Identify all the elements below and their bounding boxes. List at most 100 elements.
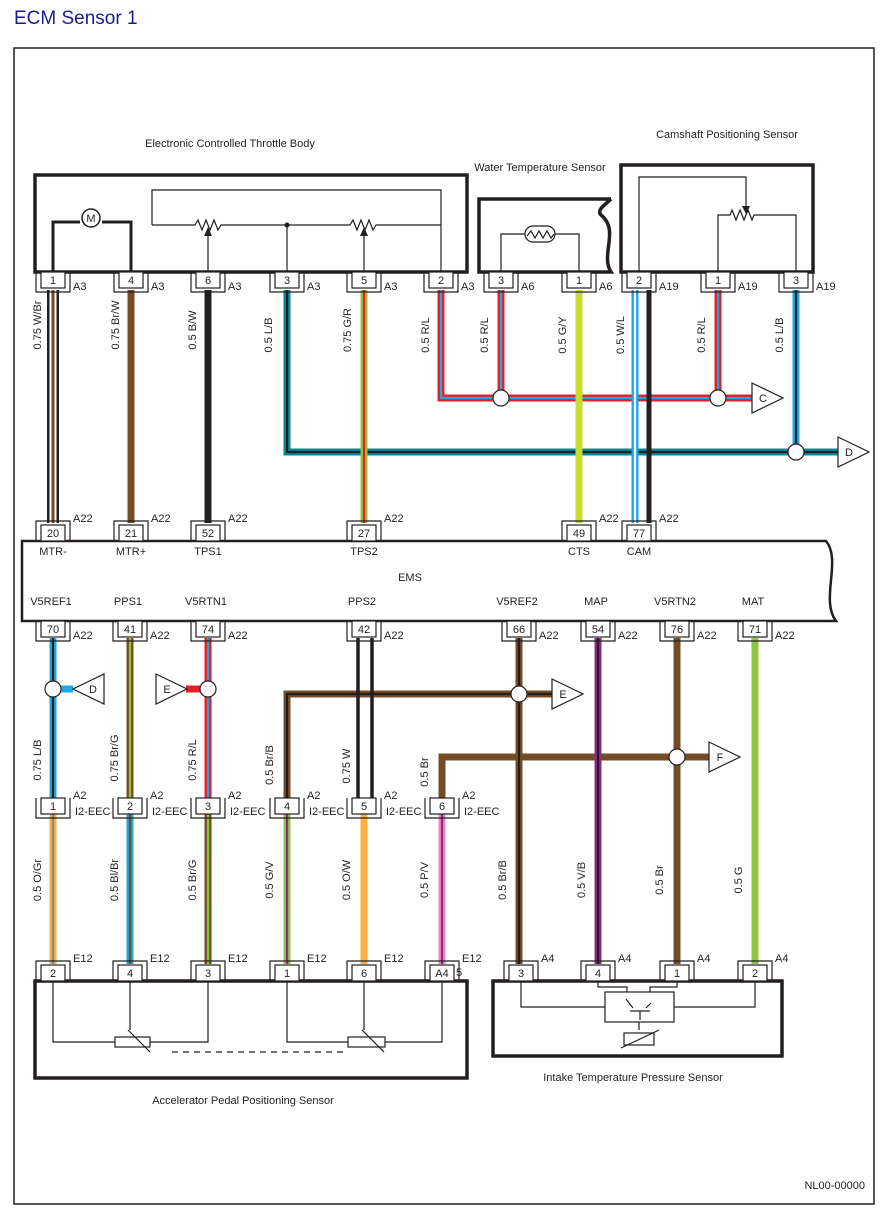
wire: 0.5 G/V	[264, 814, 291, 964]
ecm-signal-label: V5REF2	[496, 596, 538, 608]
offpage-connector-d[interactable]: D	[837, 436, 871, 468]
connector-name: A2	[73, 790, 86, 802]
connector-pin[interactable]: 3A4	[503, 953, 554, 982]
connector-pin[interactable]: 2A4	[737, 953, 788, 982]
offpage-connector-f[interactable]: F	[708, 741, 742, 773]
connector-pin[interactable]: 4A4	[580, 953, 631, 982]
pin-number: 66	[513, 624, 525, 636]
wire-label: 0.75 G/R	[342, 308, 354, 352]
offpage-connector-e[interactable]: E	[155, 673, 189, 705]
pin-number: 41	[124, 624, 136, 636]
pin-number: 74	[202, 624, 214, 636]
pin-number: 6	[439, 801, 445, 813]
triangle-arrow-icon	[751, 382, 785, 414]
wire-label: 0.5 R/L	[696, 317, 708, 352]
triangle-arrow-icon	[837, 436, 871, 468]
wire: 0.5 Br	[419, 753, 709, 798]
pin-number: 3	[518, 968, 524, 980]
connector-name: A3	[228, 281, 241, 293]
connector-pin[interactable]: 1A4	[659, 953, 710, 982]
offpage-connector-d[interactable]: D	[71, 673, 105, 705]
connector-name: A3	[307, 281, 320, 293]
triangle-arrow-icon	[708, 741, 742, 773]
pin-number: 5	[361, 801, 367, 813]
pin-number: 1	[284, 968, 290, 980]
offpage-label: E	[559, 689, 566, 701]
pin-number: 49	[573, 528, 585, 540]
pin-number: 54	[592, 624, 604, 636]
offpage-label: E	[163, 684, 170, 696]
pin-number: 2	[438, 275, 444, 287]
offpage-label: D	[845, 447, 853, 459]
pin-number: 3	[205, 801, 211, 813]
svg-text:M: M	[86, 213, 95, 225]
connector-pin[interactable]: 2 E12	[35, 953, 93, 982]
offpage-connector-c[interactable]: C	[751, 382, 785, 414]
wire-label: 0.5 O/W	[341, 859, 353, 900]
connector-name-secondary: I2-EEC	[309, 806, 345, 818]
connector-name-secondary: I2-EEC	[75, 806, 111, 818]
wire-label: 0.5 Br/G	[187, 860, 199, 901]
wire: 0.5 W/L	[615, 290, 652, 523]
connector-name: E12	[73, 953, 93, 965]
potentiometer-wiper-icon	[204, 227, 368, 236]
ems-ecu: EMS	[20, 539, 839, 623]
pin-number: 77	[633, 528, 645, 540]
camshaft-label: Camshaft Positioning Sensor	[656, 129, 798, 141]
wire-label: 0.5 Br/B	[264, 745, 276, 785]
splice-junction	[44, 680, 62, 698]
connector-name: A6	[599, 281, 612, 293]
pin-number: 5	[361, 275, 367, 287]
pin-number: 76	[671, 624, 683, 636]
connector-name: A2	[384, 790, 397, 802]
wire: 0.5 R/L	[479, 290, 505, 398]
connector-name: A22	[150, 630, 170, 642]
wire: 0.75 Br/W	[110, 290, 135, 523]
wire-label: 0.75 W	[341, 748, 353, 783]
offpage-connector-e[interactable]: E	[551, 678, 585, 710]
pin-number: 2	[50, 968, 56, 980]
connector-name: A22	[697, 630, 717, 642]
wire-label: 0.5 G	[733, 867, 745, 894]
splice-junction	[510, 685, 528, 703]
connector-name: A3	[384, 281, 397, 293]
ecm-signal-label: MTR-	[39, 546, 67, 558]
